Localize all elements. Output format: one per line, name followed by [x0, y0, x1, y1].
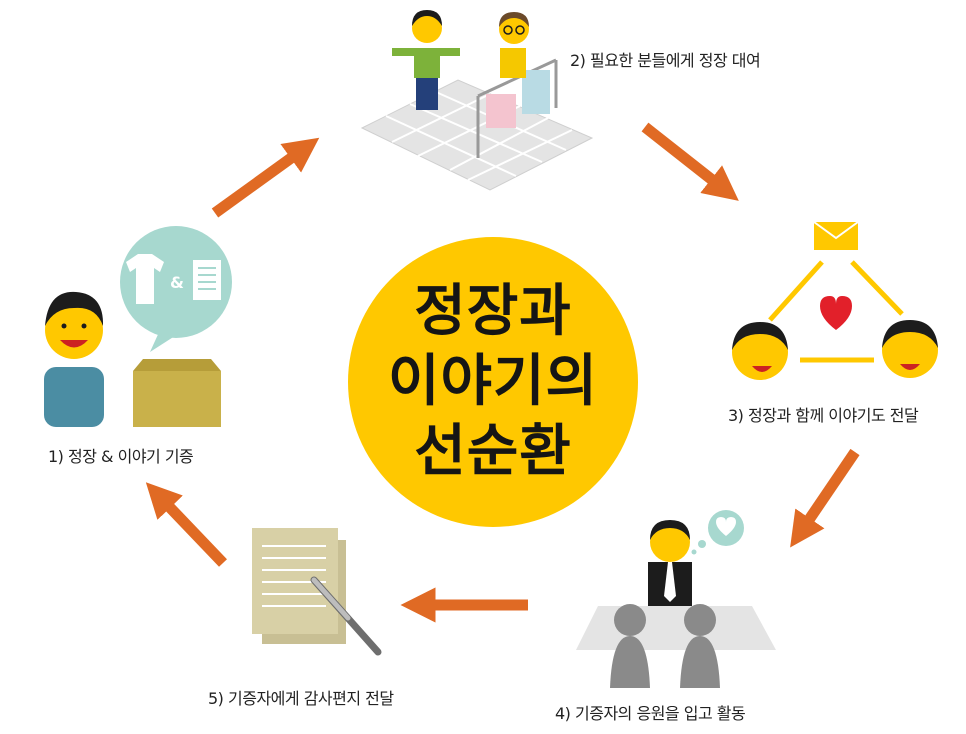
document-icon: [193, 260, 221, 300]
suited-person: [648, 520, 692, 606]
step4-label: 4) 기증자의 응원을 입고 활동: [555, 704, 746, 723]
renter-person: [392, 10, 460, 110]
thought-bubble-heart-icon: [691, 510, 744, 555]
desk: [576, 606, 776, 650]
donor-person: [44, 291, 104, 427]
letter-icon: [252, 528, 338, 634]
center-title-line3: 선순환: [414, 419, 572, 484]
clothing-rack: [476, 58, 558, 158]
speech-bubble: &: [120, 226, 232, 352]
visitor-silhouettes: [610, 604, 720, 688]
step5-illustration: [252, 528, 382, 656]
donation-box-icon: [133, 359, 221, 427]
person-left-head: [732, 322, 788, 380]
staff-person: [499, 12, 529, 78]
step2-illustration: [360, 10, 594, 191]
step1-illustration: &: [44, 226, 232, 427]
step5-label: 5) 기증자에게 감사편지 전달: [208, 689, 394, 708]
person-right-head: [882, 320, 938, 378]
arrow-step2-to-step3: [641, 122, 739, 201]
envelope-icon: [813, 221, 859, 250]
center-title-line1: 정장과: [414, 279, 572, 344]
heart-icon: [820, 296, 852, 330]
step3-label: 3) 정장과 함께 이야기도 전달: [728, 406, 919, 425]
arrow-step5-to-step1: [145, 482, 227, 567]
arrow-step3-to-step4: [790, 448, 860, 548]
step1-label: 1) 정장 & 이야기 기증: [48, 447, 194, 466]
step4-illustration: [576, 510, 776, 688]
ampersand-text: &: [170, 273, 184, 292]
shirt-icon: [126, 254, 164, 304]
center-title: 정장과 이야기의 선순환: [348, 237, 638, 527]
center-title-line2: 이야기의: [387, 349, 599, 414]
arrow-step1-to-step2: [211, 137, 320, 218]
pen-icon: [310, 576, 382, 656]
step3-illustration: [732, 221, 938, 380]
step2-label: 2) 필요한 분들에게 정장 대여: [570, 51, 761, 70]
